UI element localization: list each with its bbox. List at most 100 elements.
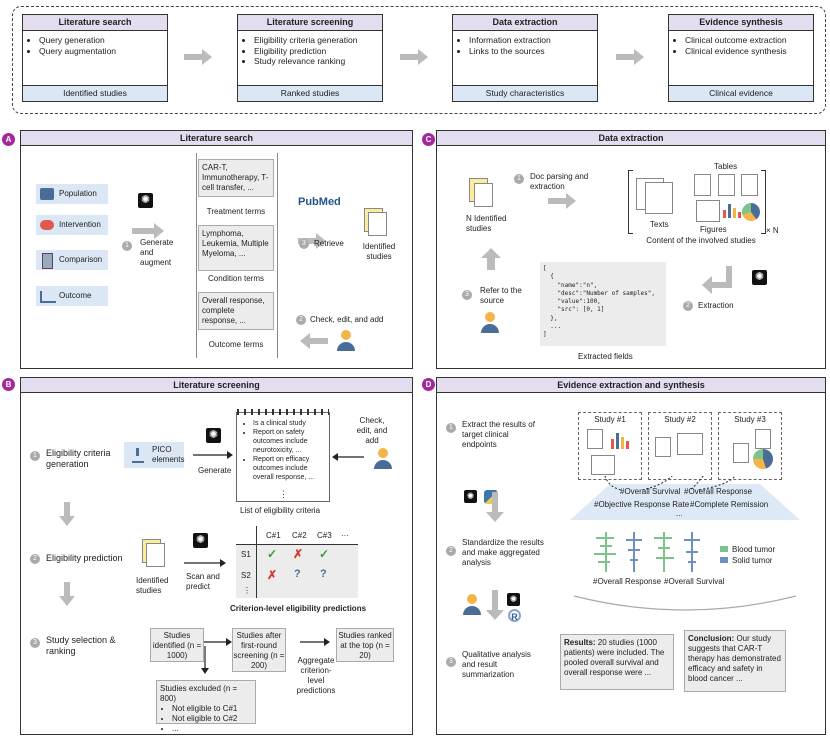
conclusion-box: Conclusion: Our study suggests that CAR-…: [684, 630, 786, 692]
step-check-label: Check, edit, and add: [310, 315, 384, 324]
tag: #Complete Remission: [690, 500, 769, 509]
arrow-right-icon: [193, 451, 233, 459]
pubmed-logo: PubMed: [298, 196, 341, 208]
arrow-up-icon: [481, 248, 501, 270]
step-retrieve-label: Retrieve: [314, 239, 344, 248]
criteria-more: ⋮: [279, 489, 288, 499]
criteria-item: Is a clinical study: [253, 419, 327, 428]
unknown-icon: ?: [294, 568, 301, 580]
pico-population: Population: [36, 184, 108, 204]
stage-items: Query generation Query augmentation: [23, 35, 167, 56]
step-parsing-label: Doc parsing and extraction: [530, 172, 589, 191]
overview-stage-search: Literature search Query generation Query…: [22, 14, 168, 102]
table-doc-icon: [694, 174, 711, 196]
bar-chart-icon: [722, 202, 742, 220]
stage-title: Literature screening: [238, 15, 382, 31]
step-number: 3: [446, 657, 456, 667]
arrow-right-icon: [184, 49, 212, 65]
table-doc-icon: [655, 437, 671, 457]
document-icon: [368, 212, 387, 236]
stage-footer: Ranked studies: [238, 85, 382, 101]
condition-terms-label: Condition terms: [207, 274, 265, 283]
panel-title: Literature search: [21, 131, 412, 146]
step-number: 2: [683, 301, 693, 311]
arrow-right-icon: [298, 233, 326, 249]
arrow-right-icon: [400, 49, 428, 65]
table-header: ···: [341, 531, 349, 540]
step-selection-label: Study selection & ranking: [46, 635, 116, 656]
table-doc-icon: [741, 174, 758, 196]
arrow-down-icon: [201, 646, 209, 674]
condition-terms-box: Lymphoma, Leukemia, Multiple Myeloma, ..…: [198, 225, 274, 271]
cross-icon: ✗: [293, 547, 304, 561]
pill-icon: [40, 220, 54, 230]
arrow-down-icon: [59, 582, 75, 606]
panel-title: Data extraction: [437, 131, 825, 146]
panel-title: Literature screening: [21, 378, 412, 393]
stage-item: Study relevance ranking: [254, 56, 382, 67]
arrow-right-icon: [132, 223, 164, 239]
stage-items: Eligibility criteria generation Eligibil…: [238, 35, 382, 67]
stage-item: Eligibility prediction: [254, 46, 382, 57]
tag: ...: [676, 509, 683, 518]
openai-icon: ✺: [507, 593, 520, 606]
excluded-item: Not eligible to C#1: [172, 704, 252, 714]
pie-chart-icon: [742, 203, 760, 221]
overview-stage-extraction: Data extraction Information extraction L…: [452, 14, 598, 102]
texts-label: Texts: [650, 220, 669, 229]
user-body-icon: [481, 324, 499, 333]
table-label: Criterion-level eligibility predictions: [230, 604, 367, 613]
arrow-right-icon: [616, 49, 644, 65]
studies-identified-box: Studies identified (n = 1000): [150, 628, 204, 662]
overview-arrows: [184, 49, 644, 65]
forest-plots: [594, 532, 700, 572]
excluded-item: ...: [172, 724, 252, 734]
stage-items: Information extraction Links to the sour…: [453, 35, 597, 56]
tag: #Overall Survival: [620, 487, 681, 496]
step-number: 2: [446, 546, 456, 556]
forest-label: #Overall Response: [593, 577, 662, 586]
ranked-top-box: Studies ranked at the top (n = 20): [336, 628, 394, 662]
arrow-down-icon: [59, 502, 75, 526]
prediction-table: C#1 C#2 C#3 ··· S1 ✓ ✗ ✓ S2 ✗ ? ? ⋮: [236, 526, 358, 598]
step-number: 2: [296, 315, 306, 325]
outcome-terms-box: Overall response, complete response, ...: [198, 292, 274, 330]
table-header: C#1: [266, 531, 281, 540]
line-chart-icon: [591, 455, 615, 475]
study-card-3: Study #3: [718, 412, 782, 480]
tag-platform: [570, 476, 800, 520]
check-edit-label: Check, edit, and add: [356, 416, 388, 445]
step-criteria-label: Eligibility criteria generation: [46, 448, 111, 469]
pico-comparison: Comparison: [36, 250, 108, 270]
stage-item: Clinical outcome extraction: [685, 35, 813, 46]
cross-icon: ✗: [267, 568, 278, 582]
treatment-terms-box: CAR-T, Immunotherapy, T-cell transfer, .…: [198, 159, 274, 197]
pico-label: Intervention: [59, 220, 101, 229]
overview-stage-synthesis: Evidence synthesis Clinical outcome extr…: [668, 14, 814, 102]
step-extraction-label: Extraction: [698, 301, 734, 310]
stage-footer: Study characteristics: [453, 85, 597, 101]
tables-label: Tables: [714, 162, 738, 171]
table-row-label: ⋮: [243, 586, 251, 595]
document-icon: [146, 543, 165, 567]
first-round-box: Studies after first-round screening (n =…: [232, 628, 286, 672]
panel-badge: C: [422, 133, 435, 146]
overview-frame: [12, 6, 826, 114]
user-icon: [485, 312, 495, 322]
bracket-right: [761, 170, 766, 234]
pie-chart-icon: [753, 449, 773, 469]
study-card-1: Study #1: [578, 412, 642, 480]
openai-icon: ✺: [752, 270, 767, 285]
criteria-notepad: Is a clinical study Report on safety out…: [236, 409, 330, 502]
study-card-2: Study #2: [648, 412, 712, 480]
panel-title: Evidence extraction and synthesis: [437, 378, 825, 393]
table-doc-icon: [733, 443, 749, 463]
overview-stage-screening: Literature screening Eligibility criteri…: [237, 14, 383, 102]
pico-intervention: Intervention: [36, 215, 108, 235]
pico-elements-box: PICO elements: [124, 442, 184, 468]
panel-badge: A: [2, 133, 15, 146]
openai-icon: ✺: [464, 490, 477, 503]
check-icon: ✓: [267, 547, 278, 561]
user-body-icon: [463, 606, 481, 615]
spiral-binding: [237, 409, 329, 415]
